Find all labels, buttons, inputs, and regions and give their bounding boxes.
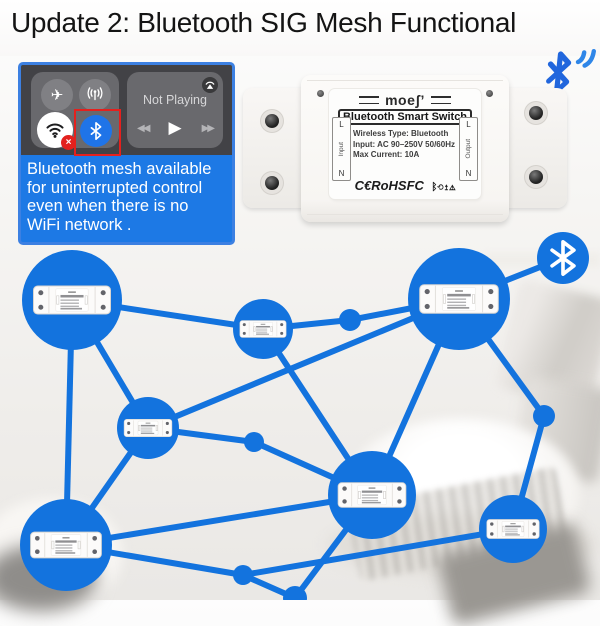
bluetooth-signal-icon	[546, 49, 596, 94]
cellular-icon	[87, 87, 103, 101]
fast-forward-icon[interactable]: ▶▶	[201, 122, 215, 134]
screw-icon	[265, 114, 279, 128]
brand-decoration	[359, 95, 380, 104]
wifi-icon	[46, 123, 64, 138]
terminal-output: Output	[465, 139, 472, 159]
cellular-data-button[interactable]	[79, 79, 111, 111]
now-playing-tile: Not Playing ◀◀ ▶ ▶▶	[127, 72, 223, 148]
spec-line: Max Current: 10A	[353, 150, 420, 159]
spec-line: Wireless Type: Bluetooth	[353, 129, 449, 138]
info-line: Bluetooth mesh available	[27, 160, 212, 178]
mesh-node-device	[328, 451, 416, 539]
mini-switch-image	[33, 285, 111, 315]
product-specs: Wireless Type: Bluetooth Input: AC 90–25…	[353, 129, 481, 161]
ce-rohs-fcc-marks: C€RoHSFC	[354, 178, 424, 193]
mini-switch-image	[123, 419, 173, 437]
input-terminal-label: L Input N	[332, 117, 351, 181]
airplay-audio-icon	[202, 77, 218, 93]
brand-decoration	[430, 95, 451, 104]
screw-icon	[529, 106, 543, 120]
mini-switch-image	[419, 284, 499, 314]
mesh-node-device	[233, 299, 293, 359]
mesh-node-device	[408, 248, 510, 350]
mesh-network-diagram	[20, 232, 589, 600]
certification-icons: ᛒ⟲↥⚠	[431, 182, 456, 193]
product-photo-smart-switch: moeʃ’ Bluetooth Smart Switch Wireless Ty…	[243, 74, 567, 224]
device-label: moeʃ’ Bluetooth Smart Switch Wireless Ty…	[329, 89, 481, 199]
mini-switch-image	[486, 519, 540, 539]
not-playing-label: Not Playing	[143, 93, 207, 107]
screw-icon	[486, 90, 493, 97]
brand-row: moeʃ’	[329, 89, 481, 108]
bluetooth-icon	[550, 240, 576, 276]
screw-icon	[265, 176, 279, 190]
body-seam	[307, 214, 503, 215]
brand-logo: moeʃ’	[385, 91, 425, 108]
terminal-l: L	[339, 120, 344, 129]
bluetooth-icon	[90, 122, 102, 140]
mesh-node-device	[22, 250, 122, 350]
info-line: WiFi network .	[27, 215, 132, 234]
rewind-icon[interactable]: ◀◀	[137, 122, 150, 134]
terminal-n: N	[338, 169, 345, 178]
airplane-mode-button[interactable]: ✈	[41, 79, 73, 111]
mini-switch-image	[239, 320, 287, 338]
wifi-disabled-badge-icon: ×	[61, 135, 76, 150]
product-name: Bluetooth Smart Switch	[337, 109, 473, 125]
mesh-node-dot	[244, 432, 264, 452]
screw-icon	[317, 90, 324, 97]
connectivity-tile-group: ✈	[31, 72, 121, 156]
certification-marks: C€RoHSFC ᛒ⟲↥⚠	[329, 177, 481, 195]
mini-switch-image	[30, 531, 102, 559]
mesh-node-device	[117, 397, 179, 459]
device-body: moeʃ’ Bluetooth Smart Switch Wireless Ty…	[301, 75, 509, 222]
terminal-l: L	[466, 120, 471, 129]
info-line: even when there is no	[27, 197, 189, 215]
page-title: Update 2: Bluetooth SIG Mesh Functional	[11, 7, 517, 38]
control-center-tiles: ✈	[21, 65, 232, 156]
screw-icon	[529, 170, 543, 184]
bluetooth-on-button[interactable]	[80, 115, 112, 147]
mesh-node-dot	[283, 586, 307, 600]
bluetooth-highlight-box	[74, 109, 121, 156]
mesh-node-dot	[339, 309, 361, 331]
mesh-node-device	[20, 499, 112, 591]
terminal-n: N	[465, 168, 472, 178]
spec-line: Input: AC 90–250V 50/60Hz	[353, 139, 455, 149]
mesh-node-device	[479, 495, 547, 563]
wifi-off-button[interactable]: ×	[37, 112, 76, 150]
airplane-icon: ✈	[50, 87, 64, 104]
play-icon[interactable]: ▶	[168, 118, 182, 137]
media-controls: ◀◀ ▶ ▶▶	[127, 118, 223, 138]
mesh-node-bluetooth	[537, 232, 589, 284]
mesh-link	[146, 296, 461, 431]
mesh-link	[242, 526, 514, 578]
body-seam	[307, 80, 503, 81]
mesh-node-dot	[233, 565, 253, 585]
mesh-link	[65, 492, 373, 548]
mini-switch-image	[337, 482, 407, 508]
bluetooth-mesh-info-box: Bluetooth mesh available for uninterrupt…	[21, 155, 232, 242]
control-center-panel: ✈	[18, 62, 235, 245]
output-terminal-label: L Output N	[459, 117, 478, 181]
mesh-node-dot	[533, 405, 555, 427]
info-line: for uninterrupted control	[27, 178, 203, 197]
terminal-input: Input	[338, 141, 345, 157]
background-wall	[0, 0, 600, 56]
